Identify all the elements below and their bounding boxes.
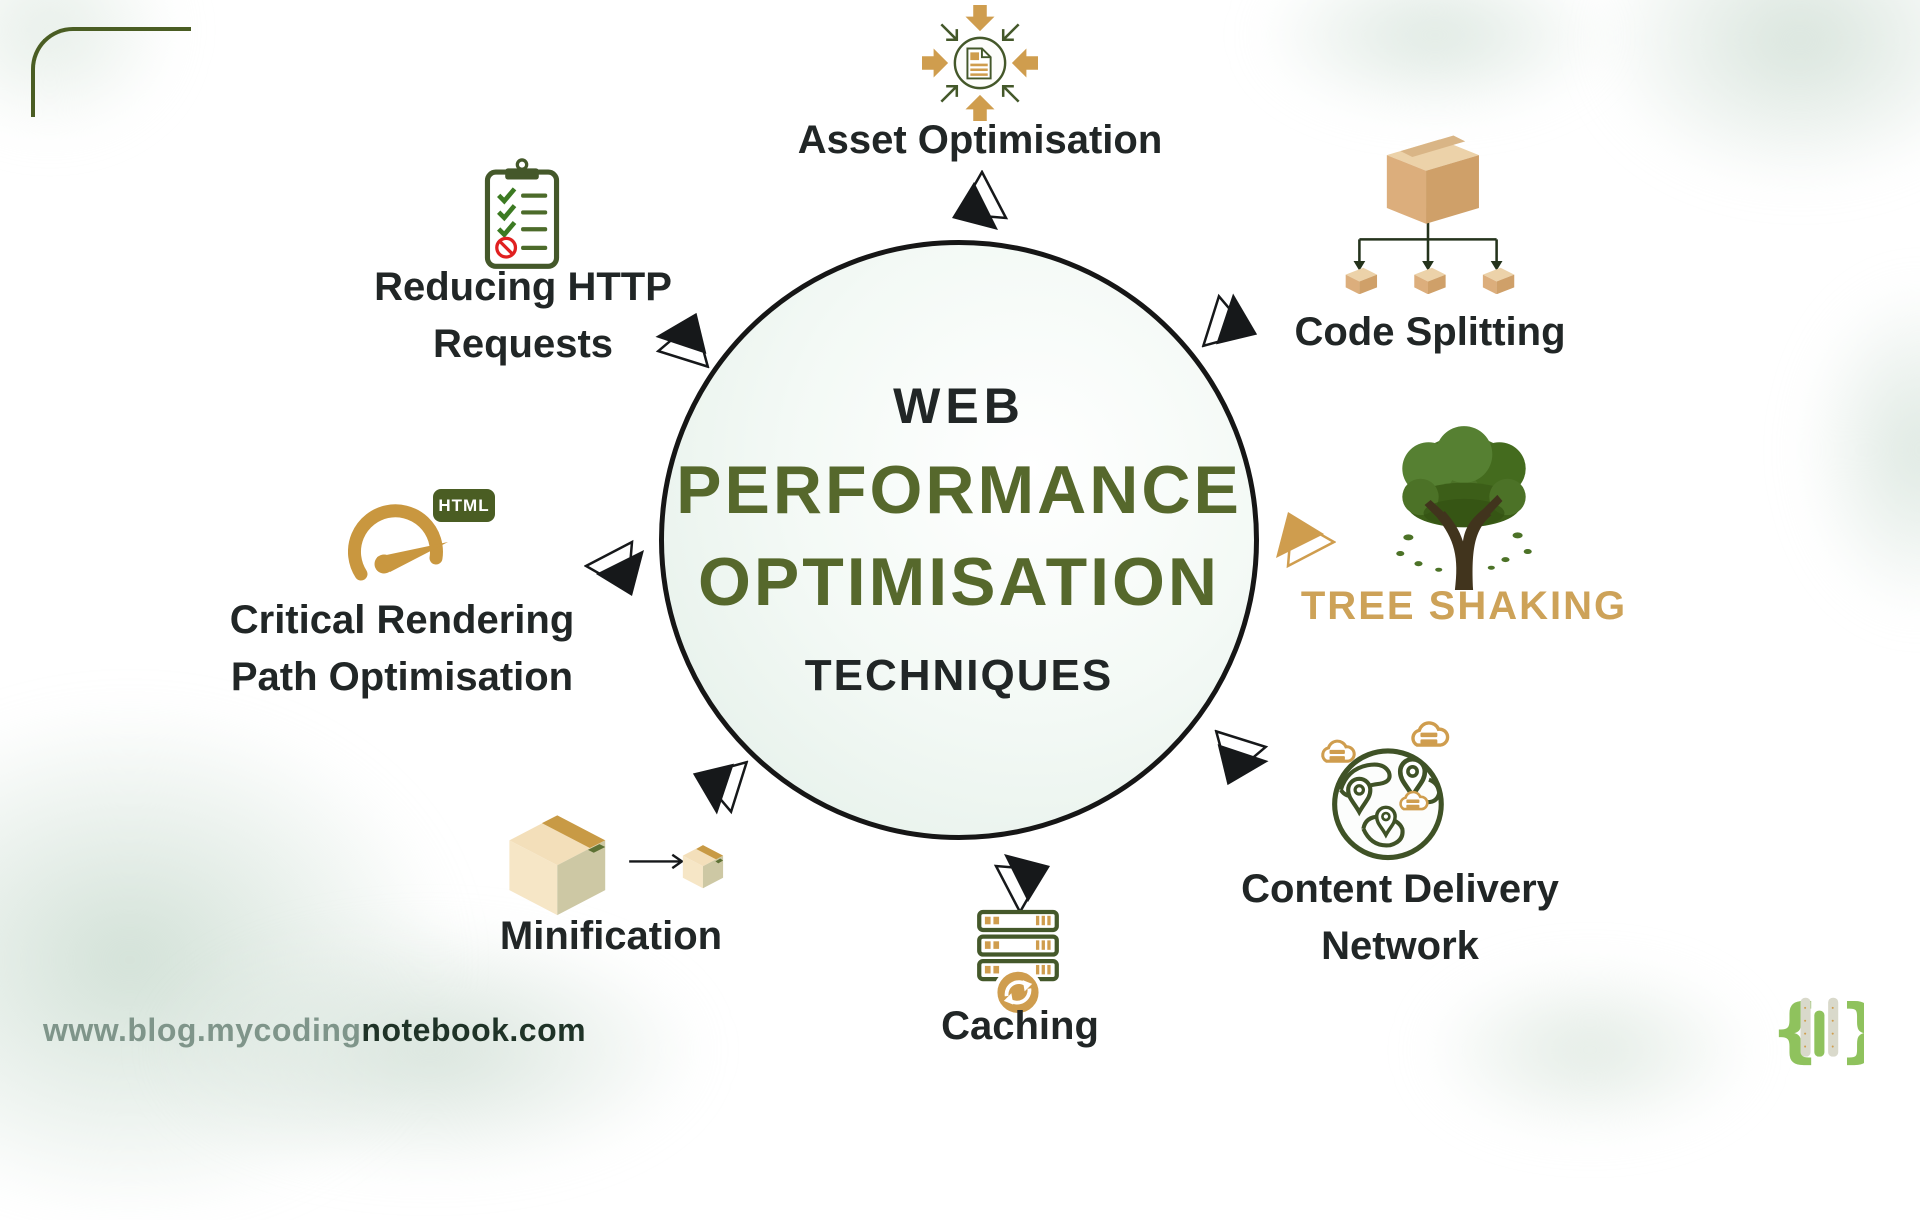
arrow-asset-optimisation-icon [952, 170, 1009, 230]
node-label-reducing-http-requests: Reducing HTTP Requests [374, 259, 672, 373]
node-label-caching: Caching [941, 1004, 1099, 1048]
compress-document-icon [922, 5, 1038, 121]
website-url: www.blog.mycodingnotebook.com [43, 1012, 586, 1049]
node-label-code-splitting: Code Splitting [1294, 310, 1566, 354]
http-label-line2: Requests [432, 322, 614, 366]
html-badge: HTML [433, 489, 495, 522]
critical-label-line1: Critical Rendering [229, 598, 575, 642]
globe-pins-icon [1321, 721, 1450, 861]
arrow-tree-shaking-icon [1276, 512, 1336, 569]
arrow-cdn-icon [1214, 729, 1269, 786]
node-label-asset-optimisation: Asset Optimisation [797, 118, 1163, 162]
svg-text:{: { [1772, 993, 1820, 1067]
central-circle: WEB PERFORMANCE OPTIMISATION TECHNIQUES [659, 240, 1259, 840]
package-split-icon [1345, 135, 1515, 294]
center-title-performance: PERFORMANCE [676, 452, 1242, 528]
cdn-label-line1: Content Delivery [1241, 867, 1559, 911]
speedometer-icon [348, 504, 448, 581]
cdn-label-line2: Network [1321, 924, 1479, 968]
critical-label-line2: Path Optimisation [230, 655, 574, 699]
box-shrink-icon [509, 815, 724, 916]
http-label-line1: Reducing HTTP [374, 265, 672, 309]
website-url-prefix: www.blog.mycoding [43, 1012, 362, 1048]
node-label-tree-shaking: TREE SHAKING [1300, 584, 1628, 628]
center-title-optimisation: OPTIMISATION [697, 544, 1221, 620]
arrow-minification-icon [692, 760, 749, 815]
brand-logo-icon: { } [1772, 993, 1864, 1067]
server-refresh-icon [977, 909, 1059, 1018]
node-label-critical-rendering: Critical Rendering Path Optimisation [230, 592, 575, 706]
website-url-suffix: notebook.com [361, 1012, 587, 1048]
arrow-code-splitting-icon [1201, 293, 1258, 348]
arrow-critical-rendering-icon [584, 539, 644, 596]
center-title-techniques: TECHNIQUES [804, 651, 1114, 700]
corner-decoration [31, 27, 191, 117]
svg-text:}: } [1838, 993, 1864, 1067]
tree-icon [1396, 426, 1532, 590]
node-label-content-delivery-network: Content Delivery Network [1241, 861, 1559, 975]
node-label-minification: Minification [499, 914, 723, 958]
arrow-http-requests-icon [655, 312, 710, 369]
clipboard-checklist-icon [484, 158, 560, 269]
arrow-caching-icon [993, 854, 1050, 914]
center-title-web: WEB [893, 378, 1025, 434]
